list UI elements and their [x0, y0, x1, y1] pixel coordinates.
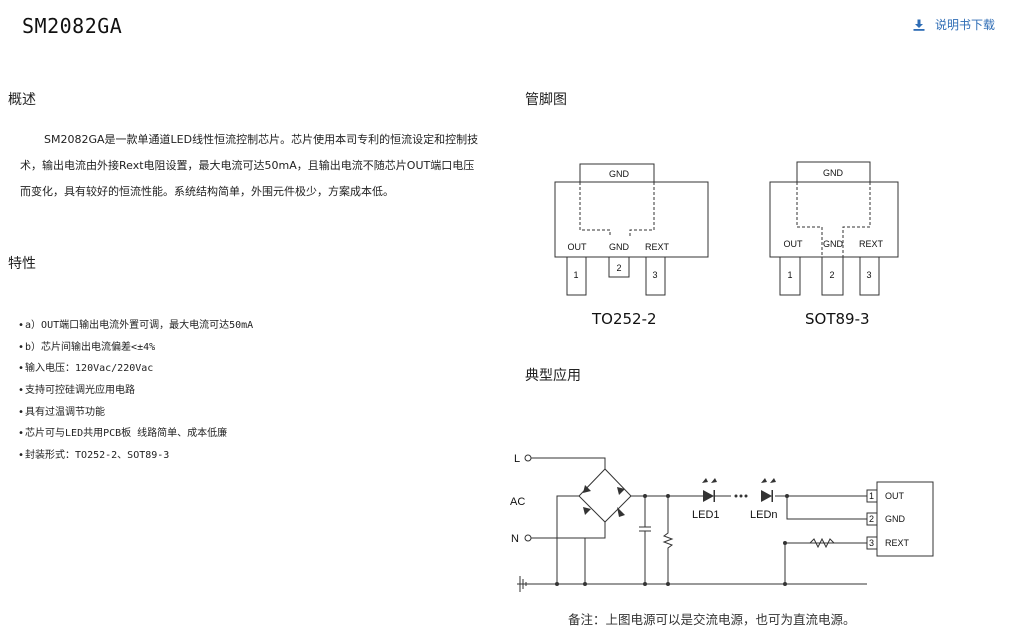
package-to252	[554, 163, 709, 296]
feature-item: a）OUT端口输出电流外置可调，最大电流可达50mA	[18, 315, 253, 337]
pinout-heading: 管脚图	[525, 92, 567, 108]
feature-item: 输入电压：120Vac/220Vac	[18, 358, 253, 380]
package-name-to252: TO252-2	[592, 310, 657, 328]
features-list: a）OUT端口输出电流外置可调，最大电流可达50mA b）芯片间输出电流偏差<±…	[18, 315, 253, 467]
sot89-top-pin: GND	[823, 168, 844, 178]
circuit-label-l: L	[514, 453, 520, 465]
circuit-label-ac: AC	[510, 496, 525, 508]
to252-pin-num-2: 2	[616, 263, 621, 273]
download-label: 说明书下载	[934, 18, 995, 32]
to252-top-pin: GND	[609, 169, 630, 179]
sot89-pin-num-3: 3	[866, 270, 871, 280]
sot89-pin-label-rext: REXT	[859, 239, 884, 249]
application-note: 备注：上图电源可以是交流电源，也可为直流电源。	[568, 612, 856, 627]
sot89-pin-num-1: 1	[787, 270, 792, 280]
chip-pin-num-1: 1	[869, 491, 874, 501]
application-heading: 典型应用	[525, 368, 581, 384]
chip-pin-name-out: OUT	[885, 491, 905, 501]
to252-pin-label-out: OUT	[568, 242, 588, 252]
feature-item: 具有过温调节功能	[18, 402, 253, 424]
circuit-label-n: N	[511, 533, 519, 545]
chip-pin-name-gnd: GND	[885, 514, 906, 524]
overview-heading: 概述	[8, 92, 36, 108]
pinout-diagram: GND OUT GND REXT 1 2 3 GND OUT GND REXT …	[554, 161, 899, 296]
chip-pin-name-rext: REXT	[885, 538, 910, 548]
chip-pin-num-3: 3	[869, 538, 874, 548]
feature-item: 芯片可与LED共用PCB板 线路简单、成本低廉	[18, 423, 253, 445]
package-sot89	[769, 161, 899, 296]
chip-pin-num-2: 2	[869, 514, 874, 524]
feature-item: b）芯片间输出电流偏差<±4%	[18, 337, 253, 359]
features-heading: 特性	[8, 256, 36, 272]
application-circuit: L AC N LED1 LEDn 1 2 3 OUT GND REXT	[510, 453, 934, 592]
page-title: SM2082GA	[22, 14, 123, 38]
circuit-label-ledn: LEDn	[750, 509, 778, 521]
to252-pin-num-1: 1	[573, 270, 578, 280]
overview-text: SM2082GA是一款单通道LED线性恒流控制芯片。芯片使用本司专利的恒流设定和…	[20, 127, 482, 205]
package-name-sot89: SOT89-3	[805, 310, 870, 328]
download-icon	[913, 19, 925, 31]
overview-text-content: SM2082GA是一款单通道LED线性恒流控制芯片。芯片使用本司专利的恒流设定和…	[20, 133, 479, 198]
sot89-pin-label-gnd: GND	[823, 239, 844, 249]
circuit-label-led1: LED1	[692, 509, 720, 521]
feature-item: 封装形式：TO252-2、SOT89-3	[18, 445, 253, 467]
to252-pin-num-3: 3	[652, 270, 657, 280]
to252-pin-label-gnd: GND	[609, 242, 630, 252]
sot89-pin-label-out: OUT	[784, 239, 804, 249]
feature-item: 支持可控硅调光应用电路	[18, 380, 253, 402]
to252-pin-label-rext: REXT	[645, 242, 670, 252]
sot89-pin-num-2: 2	[829, 270, 834, 280]
download-manual-link[interactable]: 说明书下载	[913, 16, 995, 33]
